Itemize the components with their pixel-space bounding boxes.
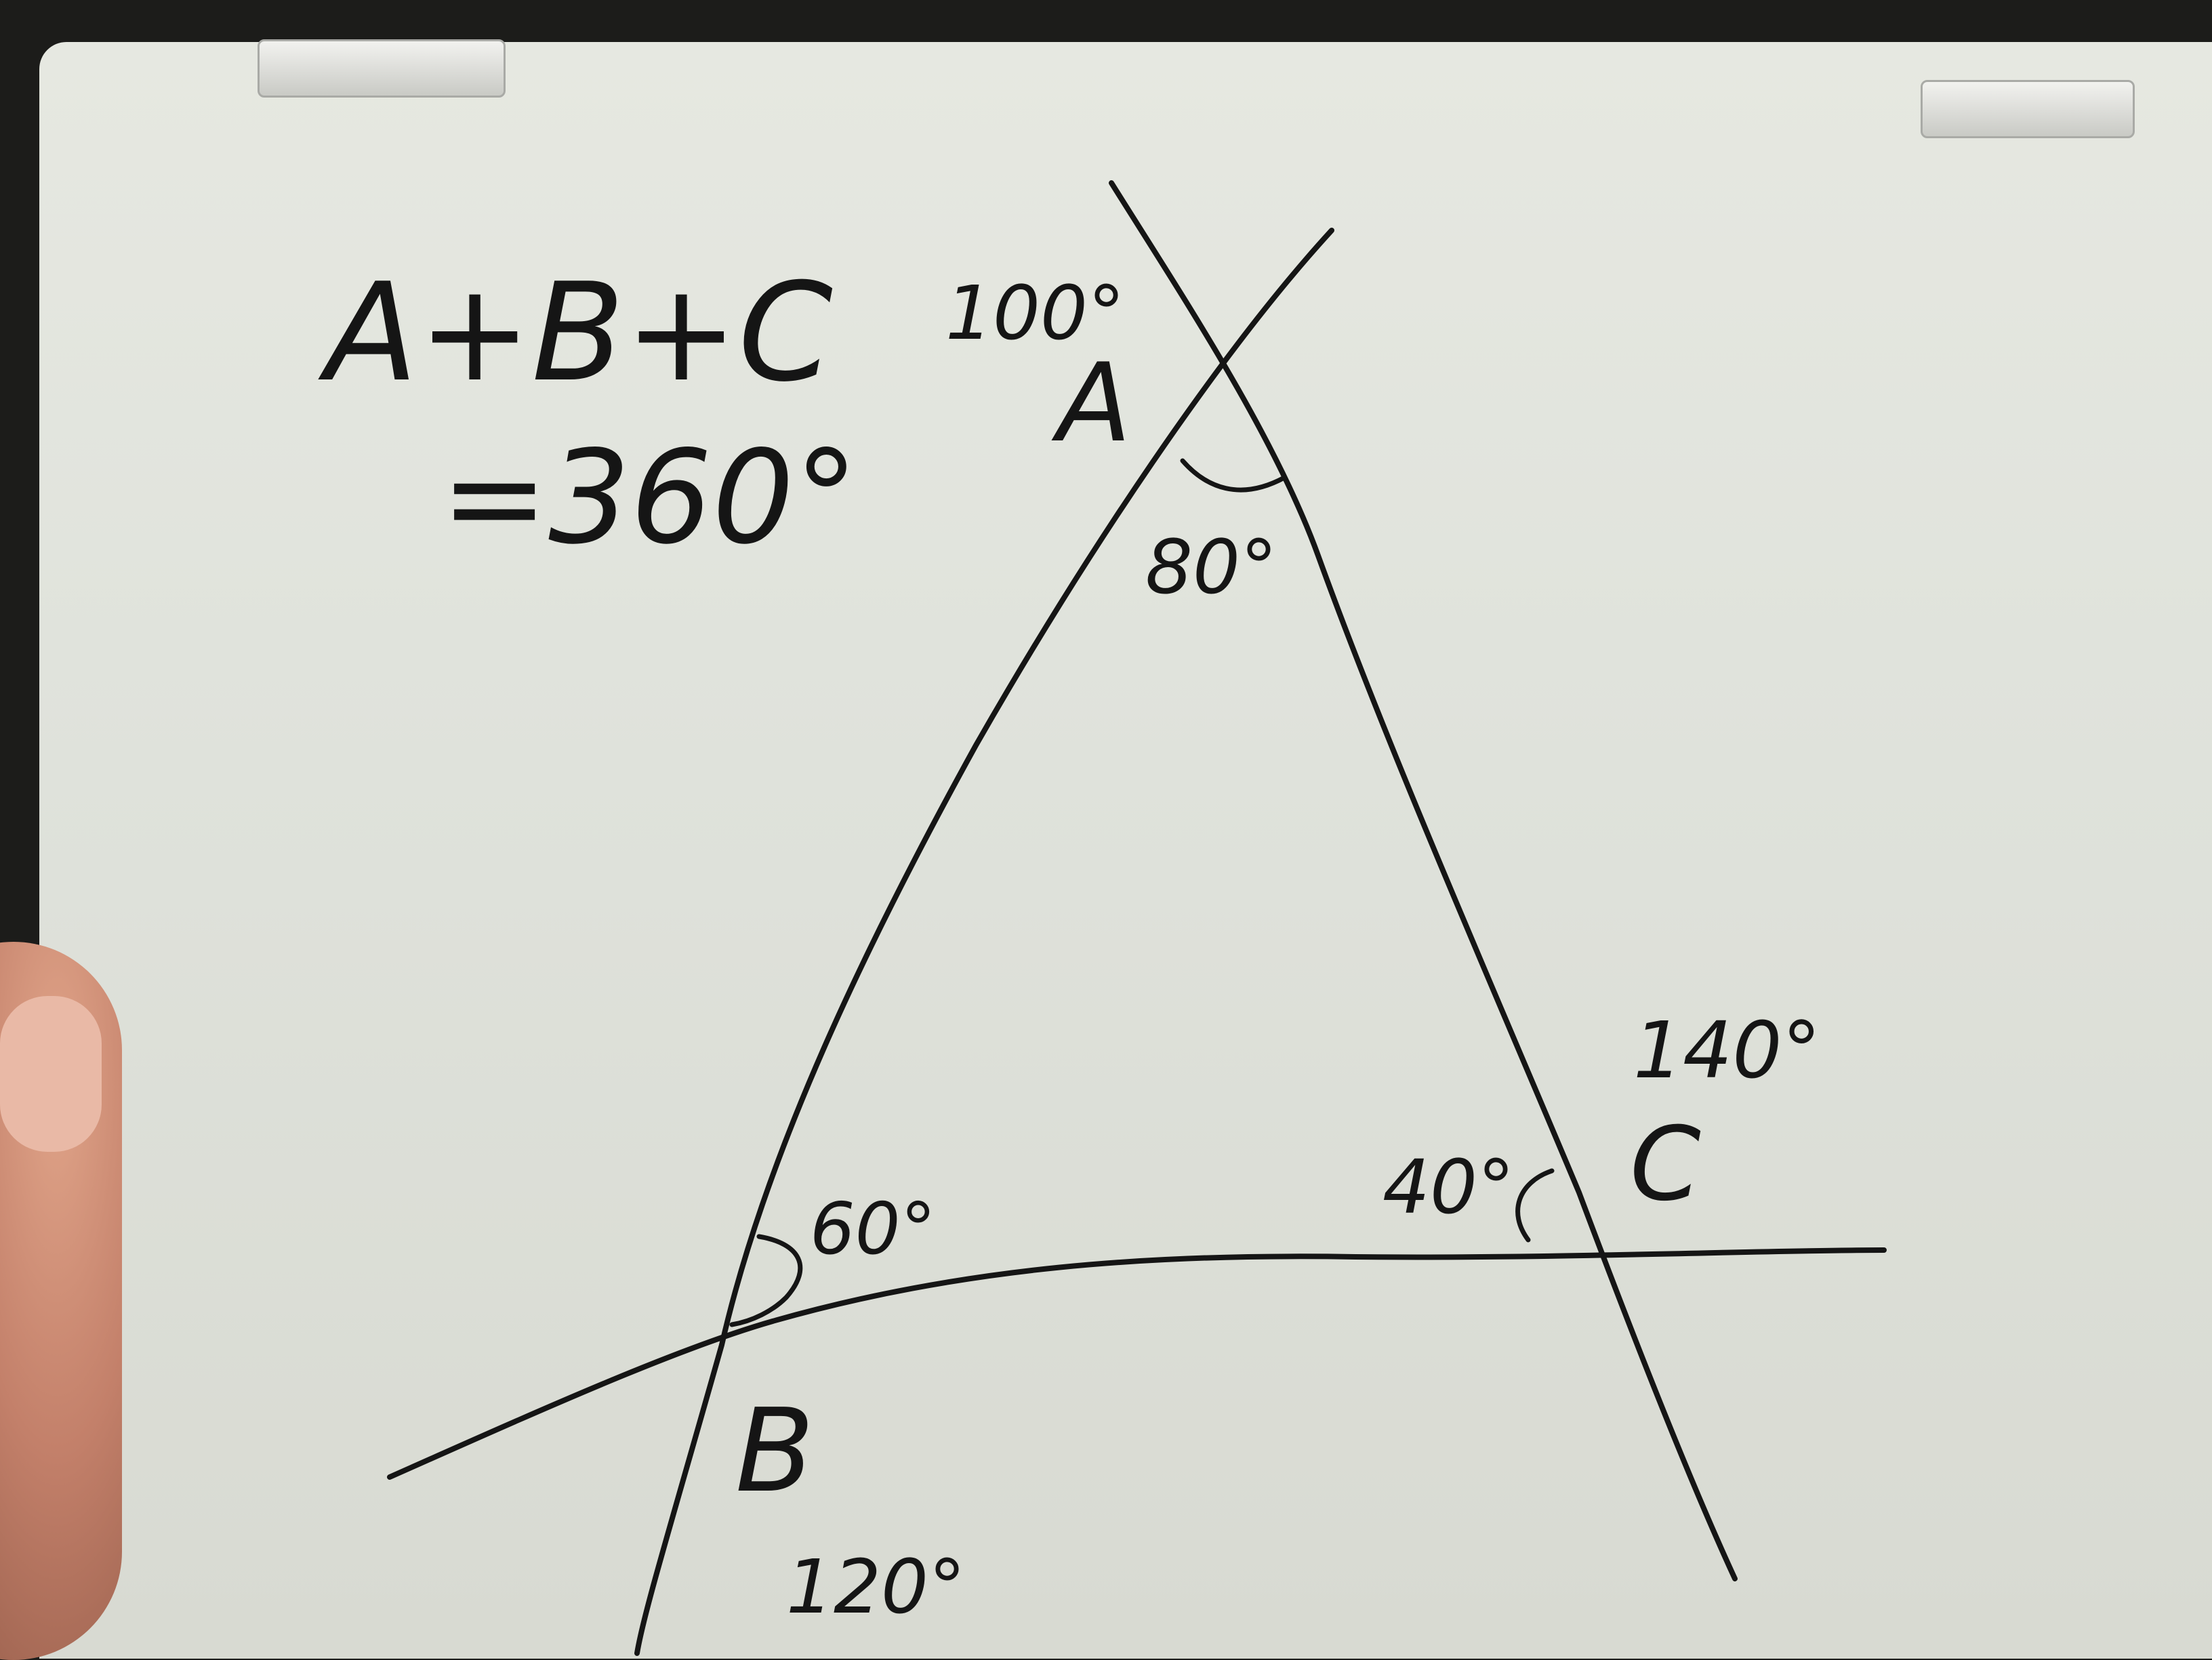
interior-angle-c: 40° bbox=[1382, 1144, 1515, 1230]
interior-angle-b: 60° bbox=[810, 1188, 936, 1270]
whiteboard-clip-icon bbox=[1921, 80, 2135, 138]
exterior-angle-b: 120° bbox=[786, 1543, 966, 1630]
exterior-angle-a: 100° bbox=[945, 270, 1125, 356]
whiteboard-clip-icon bbox=[258, 39, 506, 98]
vertex-label-a: A bbox=[1051, 339, 1131, 466]
vertex-label-c: C bbox=[1630, 1106, 1701, 1224]
line-ab bbox=[634, 228, 1334, 1656]
equation-line-1: A+B+C bbox=[318, 254, 833, 412]
angle-arc-a bbox=[1180, 458, 1287, 493]
angle-arc-b bbox=[729, 1234, 803, 1327]
equation-line-2: =360° bbox=[441, 423, 859, 573]
thumbnail bbox=[0, 996, 102, 1152]
exterior-angle-c: 140° bbox=[1633, 1005, 1821, 1096]
whiteboard bbox=[39, 42, 2212, 1659]
angle-arc-c bbox=[1515, 1168, 1555, 1243]
line-ac bbox=[1109, 180, 1738, 1581]
vertex-label-b: B bbox=[735, 1384, 815, 1518]
interior-angle-a: 80° bbox=[1145, 524, 1277, 610]
line-bc bbox=[387, 1247, 1887, 1480]
